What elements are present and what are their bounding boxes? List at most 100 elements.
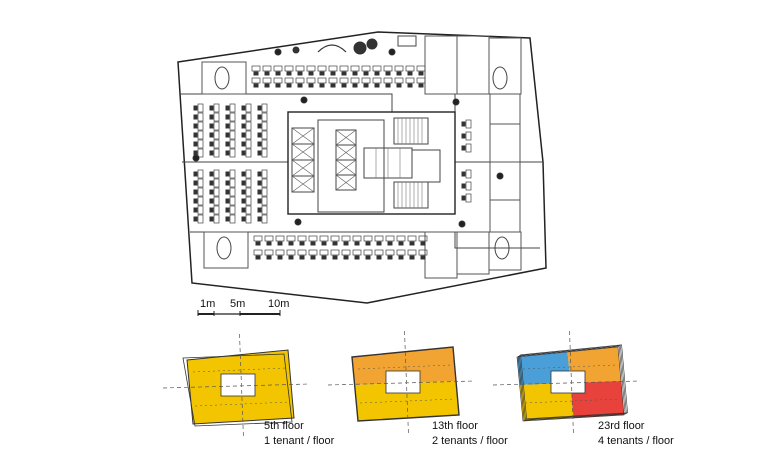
chair: [225, 216, 230, 222]
chair: [209, 132, 214, 138]
desk: [396, 249, 406, 256]
desk: [245, 148, 252, 158]
desk: [229, 148, 236, 158]
chair: [225, 114, 230, 120]
chair: [297, 71, 303, 76]
desk: [245, 130, 252, 140]
chair: [255, 241, 261, 246]
chair: [257, 150, 262, 156]
chair: [253, 83, 259, 88]
meeting-tables: [214, 35, 510, 260]
floor-outline: [519, 345, 627, 420]
office-se-3: [488, 231, 522, 271]
lounge-north: [292, 38, 378, 55]
desk: [213, 130, 220, 140]
chair: [257, 198, 262, 204]
workstation-desks: [193, 65, 472, 260]
desk: [264, 249, 274, 256]
chair: [363, 83, 369, 88]
chair: [277, 241, 283, 246]
desk: [197, 205, 204, 215]
chair: [365, 241, 371, 246]
chair: [461, 145, 466, 151]
chair: [299, 255, 305, 260]
chair: [193, 216, 198, 222]
chair: [277, 255, 283, 260]
desk: [261, 148, 268, 158]
desk: [229, 112, 236, 122]
axis-line: [357, 364, 452, 370]
desk: [361, 65, 371, 72]
chair: [241, 132, 246, 138]
desk: [407, 249, 417, 256]
desk: [385, 249, 395, 256]
chair: [209, 180, 214, 186]
desk: [273, 77, 283, 84]
desk: [261, 112, 268, 122]
desk: [363, 249, 373, 256]
chair: [341, 83, 347, 88]
desk: [197, 103, 204, 113]
floor-outline: [351, 346, 460, 422]
desk: [405, 77, 415, 84]
desk: [229, 130, 236, 140]
chair: [266, 241, 272, 246]
chair: [374, 71, 380, 76]
chair: [321, 241, 327, 246]
desk: [383, 65, 393, 72]
desk: [372, 65, 382, 72]
desk: [229, 103, 236, 113]
desk: [245, 139, 252, 149]
desk: [213, 121, 220, 131]
desk: [394, 77, 404, 84]
desk: [197, 178, 204, 188]
scale-label-5m: 5m: [230, 298, 246, 310]
floor-outline-offset: [182, 353, 293, 427]
desk: [418, 249, 428, 256]
chair: [225, 141, 230, 147]
chair: [461, 183, 466, 189]
chair: [363, 71, 369, 76]
meeting-room-nw: [201, 61, 247, 95]
axis-line: [492, 380, 641, 386]
chair: [461, 195, 466, 201]
floor-outline: [516, 346, 625, 422]
desk: [197, 196, 204, 206]
axis-line: [522, 364, 617, 370]
desk: [350, 65, 360, 72]
chair: [209, 207, 214, 213]
chair: [352, 71, 358, 76]
chair: [225, 189, 230, 195]
chair: [461, 121, 466, 127]
desk: [317, 77, 327, 84]
chair: [241, 114, 246, 120]
chair: [461, 171, 466, 177]
chair: [257, 171, 262, 177]
desk: [465, 193, 472, 203]
desk: [306, 77, 316, 84]
chair: [253, 71, 259, 76]
chair: [209, 216, 214, 222]
axis-line: [327, 380, 476, 386]
desk: [229, 139, 236, 149]
desk: [261, 130, 268, 140]
floor-outline: [520, 344, 628, 420]
chair: [332, 241, 338, 246]
tenancy-diagram-2: [327, 330, 476, 436]
chair: [310, 255, 316, 260]
desk: [407, 235, 417, 242]
desk: [319, 249, 329, 256]
chair: [354, 255, 360, 260]
desk: [372, 77, 382, 84]
desk: [245, 178, 252, 188]
floor-13-title: 13th floor: [432, 420, 478, 432]
chair: [209, 198, 214, 204]
chair: [330, 83, 336, 88]
floor-13-tenancy: 2 tenants / floor: [432, 435, 508, 447]
chair: [387, 255, 393, 260]
chair: [193, 150, 198, 156]
plant: [458, 220, 466, 228]
desk: [275, 249, 285, 256]
chair: [241, 123, 246, 129]
desk: [385, 235, 395, 242]
